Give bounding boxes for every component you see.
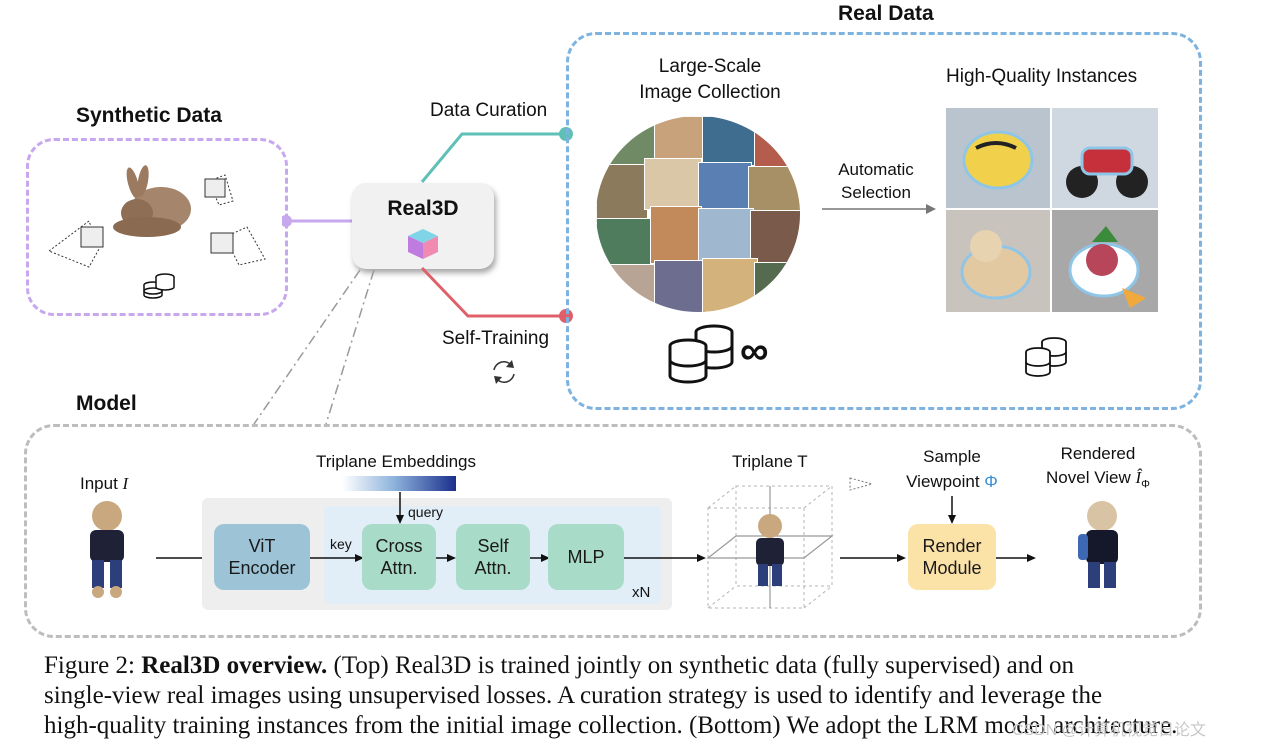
arrow-icon [996, 554, 1036, 562]
cube-icon [408, 229, 438, 259]
model-title: Model [76, 392, 137, 415]
triplane-embeddings-label: Triplane Embeddings [316, 452, 477, 471]
real-data-title: Real Data [838, 2, 934, 25]
arrow-icon [310, 554, 364, 562]
synthetic-scene [47, 165, 266, 299]
camera-icon [204, 178, 226, 198]
watermark: CSDN @计算机视觉日论文 [1012, 722, 1207, 739]
model-box [24, 424, 1202, 638]
image-collection-collage [596, 116, 800, 312]
query-label: query [408, 504, 444, 520]
self-training-label: Self-Training [442, 328, 550, 349]
caption-line2: single-view real images using unsupervis… [44, 682, 1103, 709]
real-data-box [566, 32, 1202, 410]
curation-selftrain-lines [420, 127, 573, 323]
data-curation-label: Data Curation [430, 100, 548, 121]
database-icon [143, 273, 175, 299]
hq-instances-grid [946, 108, 1158, 312]
key-label: key [330, 536, 352, 552]
database-icon [668, 324, 734, 384]
collection-title: Large-Scale Image Collection [610, 54, 810, 106]
arrow-icon [396, 492, 404, 524]
hq-instance-dessert [1052, 210, 1158, 312]
triplane-var: T [797, 452, 808, 471]
doll-icon [1078, 501, 1118, 588]
database-icon [1025, 337, 1067, 377]
camera-icon [47, 174, 266, 268]
camera-icon [80, 226, 104, 248]
rendered-sub: Φ [1141, 478, 1150, 491]
arrow-icon [948, 496, 956, 524]
doll-icon [90, 501, 124, 598]
phi-symbol: Φ [984, 472, 998, 491]
xn-label: xN [632, 584, 651, 601]
hq-instance-fish [946, 108, 1050, 208]
real3d-box: Real3D [352, 183, 494, 269]
model-connector-lines [253, 269, 375, 425]
eye-icon [849, 477, 874, 491]
triplane-embeddings-bar [342, 476, 456, 491]
real3d-label: Real3D [387, 197, 459, 220]
caption-bold: Real3D overview. [141, 652, 328, 679]
automatic-selection-label: Automatic Selection [826, 158, 926, 204]
caption-line3: high-quality training instances from the… [44, 712, 1178, 739]
camera-icon [210, 232, 234, 254]
bunny-icon [113, 165, 191, 237]
collection-title-line1: Large-Scale [658, 56, 762, 77]
arrow-icon [530, 554, 550, 562]
arrow-icon [436, 554, 456, 562]
arrow-icon [822, 204, 936, 214]
sample-viewpoint-label: Sample Viewpoint Φ [906, 447, 998, 491]
triplane-label: Triplane T [732, 452, 808, 471]
rendered-var: Î [1135, 468, 1142, 487]
synthetic-data-title: Synthetic Data [76, 104, 222, 127]
mlp-block: MLP [548, 524, 624, 590]
automatic-line2: Selection [841, 183, 911, 202]
synthetic-connector [282, 215, 356, 227]
hq-instance-cat [946, 210, 1050, 312]
rendered-novel-view-label: Rendered Novel View ÎΦ [1046, 444, 1150, 491]
hq-instances-title: High-Quality Instances [946, 66, 1138, 87]
hq-instance-motorbike [1052, 108, 1158, 208]
automatic-line1: Automatic [838, 160, 914, 179]
figure-label: Figure 2: [44, 652, 135, 679]
input-var: I [122, 474, 129, 493]
arrow-icon [840, 554, 906, 562]
figure-caption: Figure 2: Real3D overview. (Top) Real3D … [44, 651, 1224, 741]
caption-line1-rest: (Top) Real3D is trained jointly on synth… [333, 652, 1074, 679]
caption-line1: Figure 2: Real3D overview. (Top) Real3D … [44, 651, 1224, 681]
arrow-icon [624, 554, 706, 562]
triplane-cube [706, 485, 834, 609]
input-label: Input I [80, 474, 129, 493]
collection-title-line2: Image Collection [639, 82, 781, 103]
infinity-symbol: ∞ [740, 329, 769, 373]
sync-icon [493, 360, 515, 384]
doll-icon [756, 514, 784, 586]
synthetic-data-box [26, 138, 288, 316]
